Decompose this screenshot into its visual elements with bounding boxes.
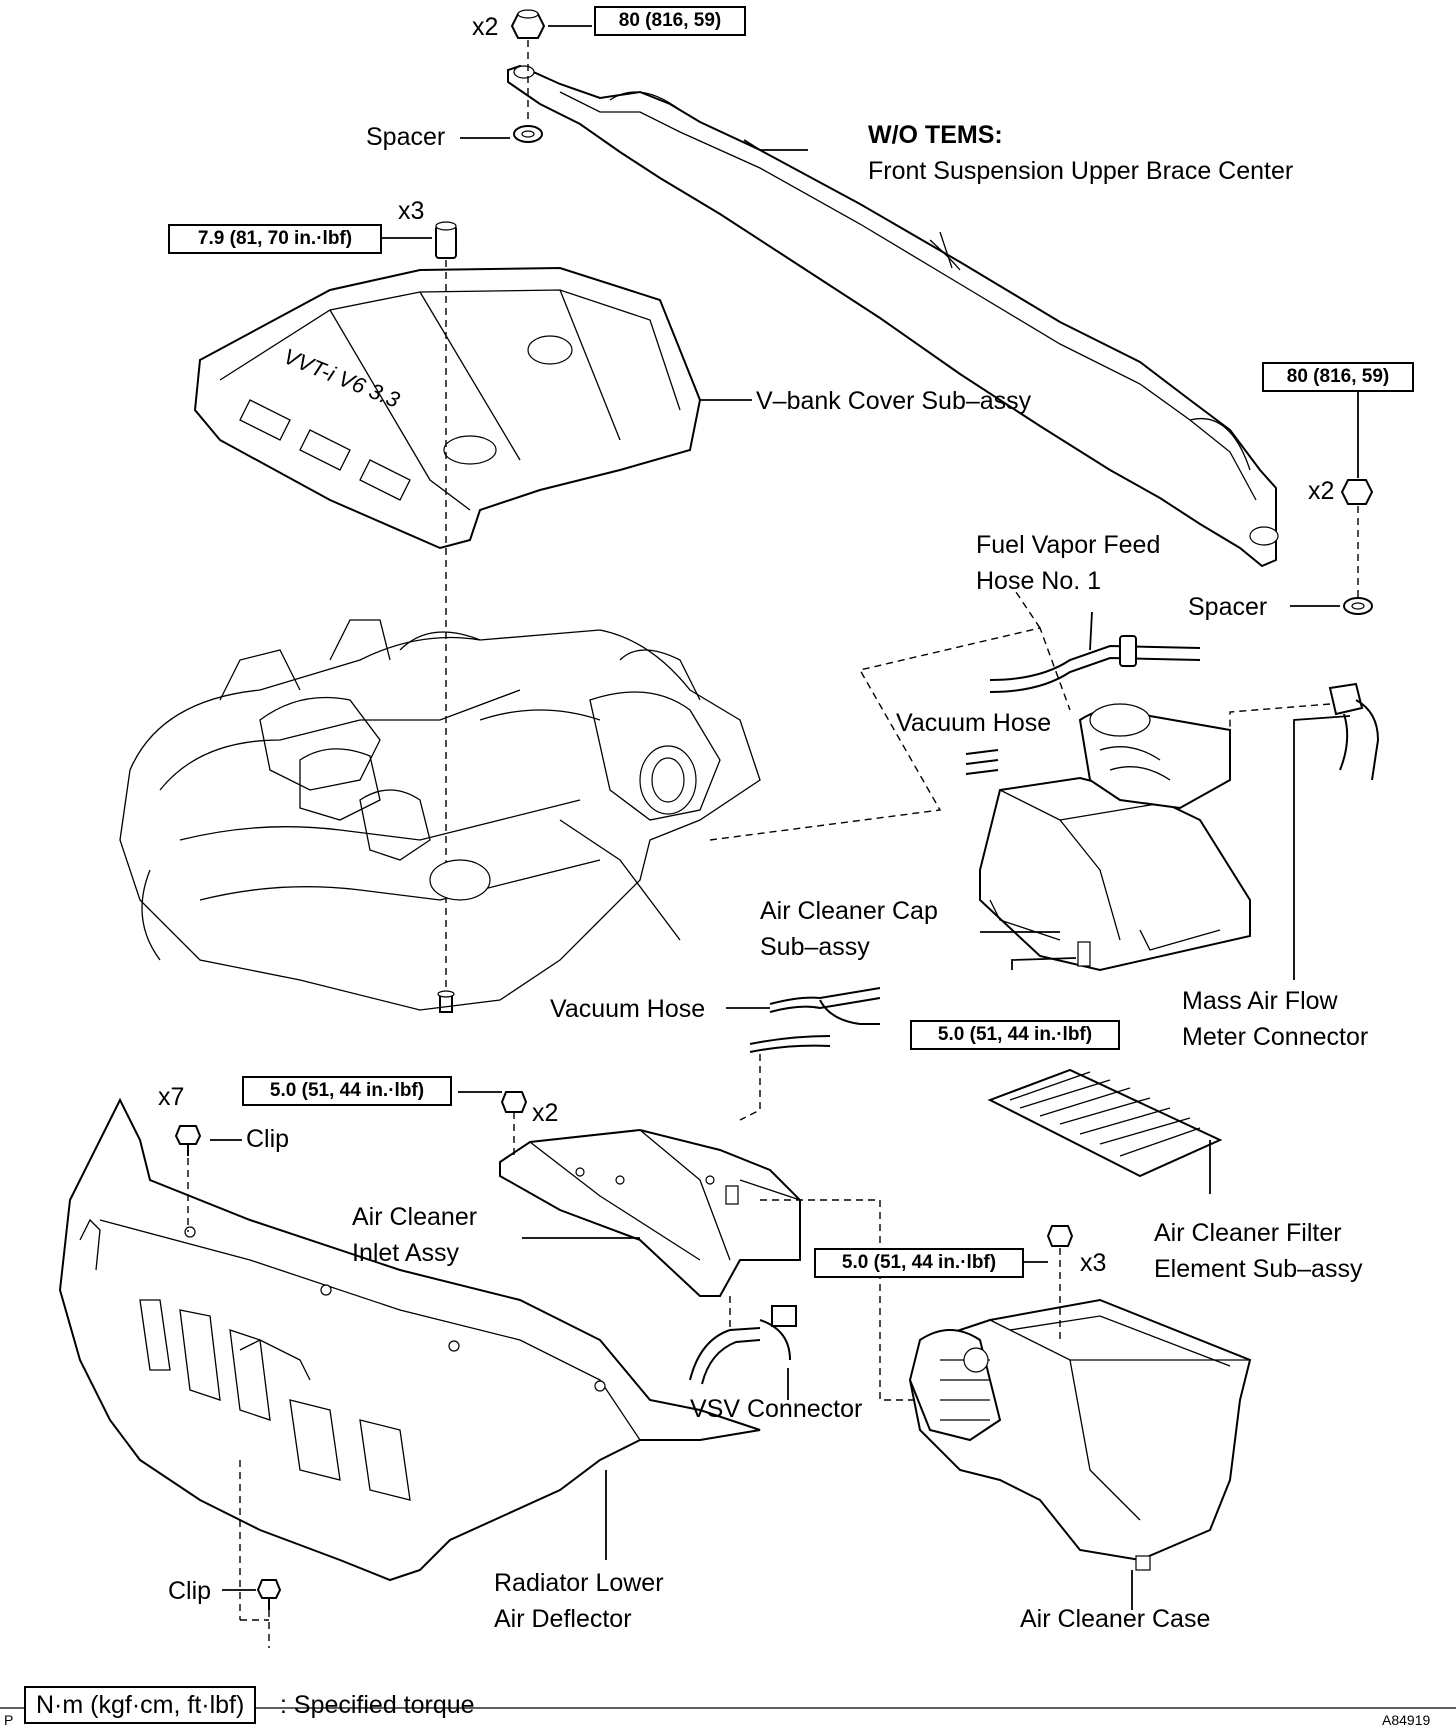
vacuum-hose-dashed-outline bbox=[709, 591, 1071, 841]
qty-right-nut: x2 bbox=[1308, 477, 1335, 505]
qty-cover-nut: x3 bbox=[398, 197, 425, 225]
torque-top-brace: 80 (816, 59) bbox=[594, 6, 746, 36]
qty-case-bolt: x3 bbox=[1080, 1249, 1107, 1277]
label-fuel-vapor-1: Fuel Vapor Feed bbox=[976, 531, 1161, 559]
case-bolt bbox=[1046, 1225, 1074, 1340]
vacuum-hose-lower-drawing bbox=[739, 987, 881, 1121]
qty-inlet-bolt: x2 bbox=[532, 1099, 559, 1127]
label-air-cleaner-inlet-1: Air Cleaner bbox=[352, 1203, 478, 1231]
fuel-vapor-hose-drawing bbox=[989, 635, 1201, 693]
label-filter-element-2: Element Sub–assy bbox=[1154, 1255, 1363, 1283]
clip-lower-drawing bbox=[239, 1460, 282, 1648]
label-spacer-right: Spacer bbox=[1188, 593, 1268, 621]
torque-cap: 5.0 (51, 44 in.·lbf) bbox=[910, 1020, 1120, 1050]
label-clip-lower: Clip bbox=[168, 1577, 212, 1605]
clip-upper-drawing bbox=[174, 1125, 202, 1232]
legend-unit-box: N·m (kgf·cm, ft·lbf) bbox=[24, 1686, 257, 1724]
air-cleaner-inlet-drawing bbox=[499, 1128, 801, 1297]
label-spacer-top: Spacer bbox=[366, 123, 446, 151]
qty-top-nut: x2 bbox=[472, 13, 499, 41]
label-radiator-deflector-1: Radiator Lower bbox=[494, 1569, 664, 1597]
footer-left-code: P bbox=[4, 1712, 14, 1728]
label-mass-air-flow-1: Mass Air Flow bbox=[1182, 987, 1338, 1015]
air-filter-drawing bbox=[987, 1068, 1223, 1178]
label-air-cleaner-case: Air Cleaner Case bbox=[1020, 1605, 1211, 1633]
torque-case: 5.0 (51, 44 in.·lbf) bbox=[814, 1248, 1024, 1278]
right-nut-spacer bbox=[1340, 479, 1374, 615]
upper-brace-drawing bbox=[507, 64, 1279, 568]
label-clip-upper: Clip bbox=[246, 1125, 290, 1153]
label-air-cleaner-inlet-2: Inlet Assy bbox=[352, 1239, 459, 1267]
label-wo-tems: W/O TEMS: bbox=[868, 121, 1003, 149]
air-cleaner-cap-drawing bbox=[979, 703, 1251, 972]
torque-inlet: 5.0 (51, 44 in.·lbf) bbox=[242, 1076, 452, 1106]
label-vacuum-hose-upper: Vacuum Hose bbox=[896, 709, 1052, 737]
top-nut-spacer bbox=[510, 9, 546, 143]
label-vbank-cover: V–bank Cover Sub–assy bbox=[756, 387, 1032, 415]
torque-cover: 7.9 (81, 70 in.·lbf) bbox=[168, 224, 382, 254]
label-air-cleaner-cap-2: Sub–assy bbox=[760, 933, 870, 961]
vsv-connector-drawing bbox=[689, 1199, 940, 1401]
label-filter-element-1: Air Cleaner Filter bbox=[1154, 1219, 1342, 1247]
vbank-cover-drawing: VVT-i V6 3.3 bbox=[193, 266, 702, 550]
label-vsv-connector: VSV Connector bbox=[690, 1395, 863, 1423]
label-fuel-vapor-2: Hose No. 1 bbox=[976, 567, 1102, 595]
label-vacuum-hose-lower: Vacuum Hose bbox=[550, 995, 706, 1023]
label-upper-brace: Front Suspension Upper Brace Center bbox=[868, 157, 1294, 185]
vacuum-hose-upper-bits bbox=[965, 749, 999, 775]
radiator-deflector-drawing bbox=[58, 1097, 761, 1582]
torque-right-brace: 80 (816, 59) bbox=[1262, 362, 1414, 392]
inlet-bolt bbox=[500, 1091, 528, 1160]
label-air-cleaner-cap-1: Air Cleaner Cap bbox=[760, 897, 938, 925]
label-mass-air-flow-2: Meter Connector bbox=[1182, 1023, 1369, 1051]
legend-meaning: : Specified torque bbox=[280, 1691, 475, 1719]
air-cleaner-case-drawing bbox=[908, 1298, 1252, 1571]
label-radiator-deflector-2: Air Deflector bbox=[494, 1605, 632, 1633]
leader-lines bbox=[210, 25, 1359, 1610]
engine-drawing bbox=[119, 619, 761, 1011]
qty-clip: x7 bbox=[158, 1083, 185, 1111]
figure-id: A84919 bbox=[1382, 1712, 1431, 1728]
maf-connector-drawing bbox=[1229, 682, 1380, 781]
